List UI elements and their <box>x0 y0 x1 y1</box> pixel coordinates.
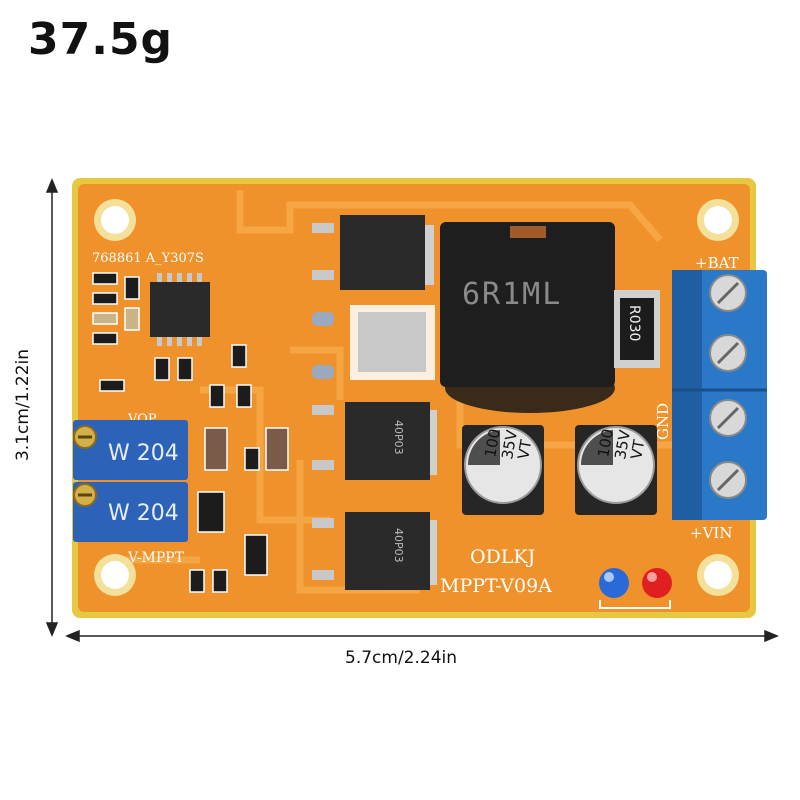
height-dimension-label: 3.1cm/1.22in <box>13 348 33 462</box>
led-red <box>642 568 672 598</box>
cap-left-series: VT <box>514 438 535 461</box>
led-blue <box>599 568 629 598</box>
mosfet-top <box>312 215 434 290</box>
weight-label: 37.5g <box>28 14 174 65</box>
led-outline <box>599 600 671 609</box>
pcb-traces <box>120 190 680 594</box>
screw-4[interactable] <box>709 461 747 499</box>
thermal-pad <box>312 305 435 380</box>
width-dimension-line <box>65 629 779 643</box>
bat-label: +BAT <box>695 254 739 272</box>
height-dimension-line <box>45 178 59 637</box>
screw-2[interactable] <box>709 334 747 372</box>
screw-1[interactable] <box>709 274 747 312</box>
smd-components <box>92 272 289 593</box>
pot-bottom-marking: W 204 <box>108 501 179 526</box>
potentiometer-top[interactable]: W 204 <box>73 420 188 480</box>
capacitor-right: 100 35V VT <box>575 425 657 515</box>
screw-3[interactable] <box>709 399 747 437</box>
cap-right-series: VT <box>627 438 648 461</box>
width-dimension-label: 5.7cm/2.24in <box>345 648 458 668</box>
cap-right-voltage: 35V <box>611 428 634 461</box>
cap-left-voltage: 35V <box>498 428 521 461</box>
vmppt-label: V-MPPT <box>127 550 185 566</box>
pot-top-marking: W 204 <box>108 441 179 466</box>
mounting-holes <box>94 199 739 596</box>
gnd-label: GND <box>654 403 672 440</box>
mosfet-middle: 40P03 <box>312 402 437 480</box>
vin-label: +VIN <box>690 524 732 542</box>
shunt-resistor: R030 <box>614 290 660 368</box>
cap-left-value: 100 <box>481 427 504 458</box>
inductor-marking: 6R1ML <box>462 277 562 312</box>
capacitor-left: 100 35V VT <box>462 425 544 515</box>
mosfet-bottom-marking: 40P03 <box>392 528 405 563</box>
potentiometer-bottom[interactable]: W 204 <box>73 482 188 542</box>
model-label: MPPT-V09A <box>440 575 552 597</box>
mosfet-bottom: 40P03 <box>312 512 437 590</box>
power-inductor: 6R1ML <box>440 222 615 413</box>
terminal-block <box>672 270 767 520</box>
resistor-marking: R030 <box>626 305 642 341</box>
brand-label: ODLKJ <box>470 546 535 568</box>
serial-silkscreen: 768861 A_Y307S <box>92 251 204 266</box>
cap-right-value: 100 <box>594 427 617 458</box>
mosfet-middle-marking: 40P03 <box>392 420 405 455</box>
ic-chip <box>150 273 210 346</box>
